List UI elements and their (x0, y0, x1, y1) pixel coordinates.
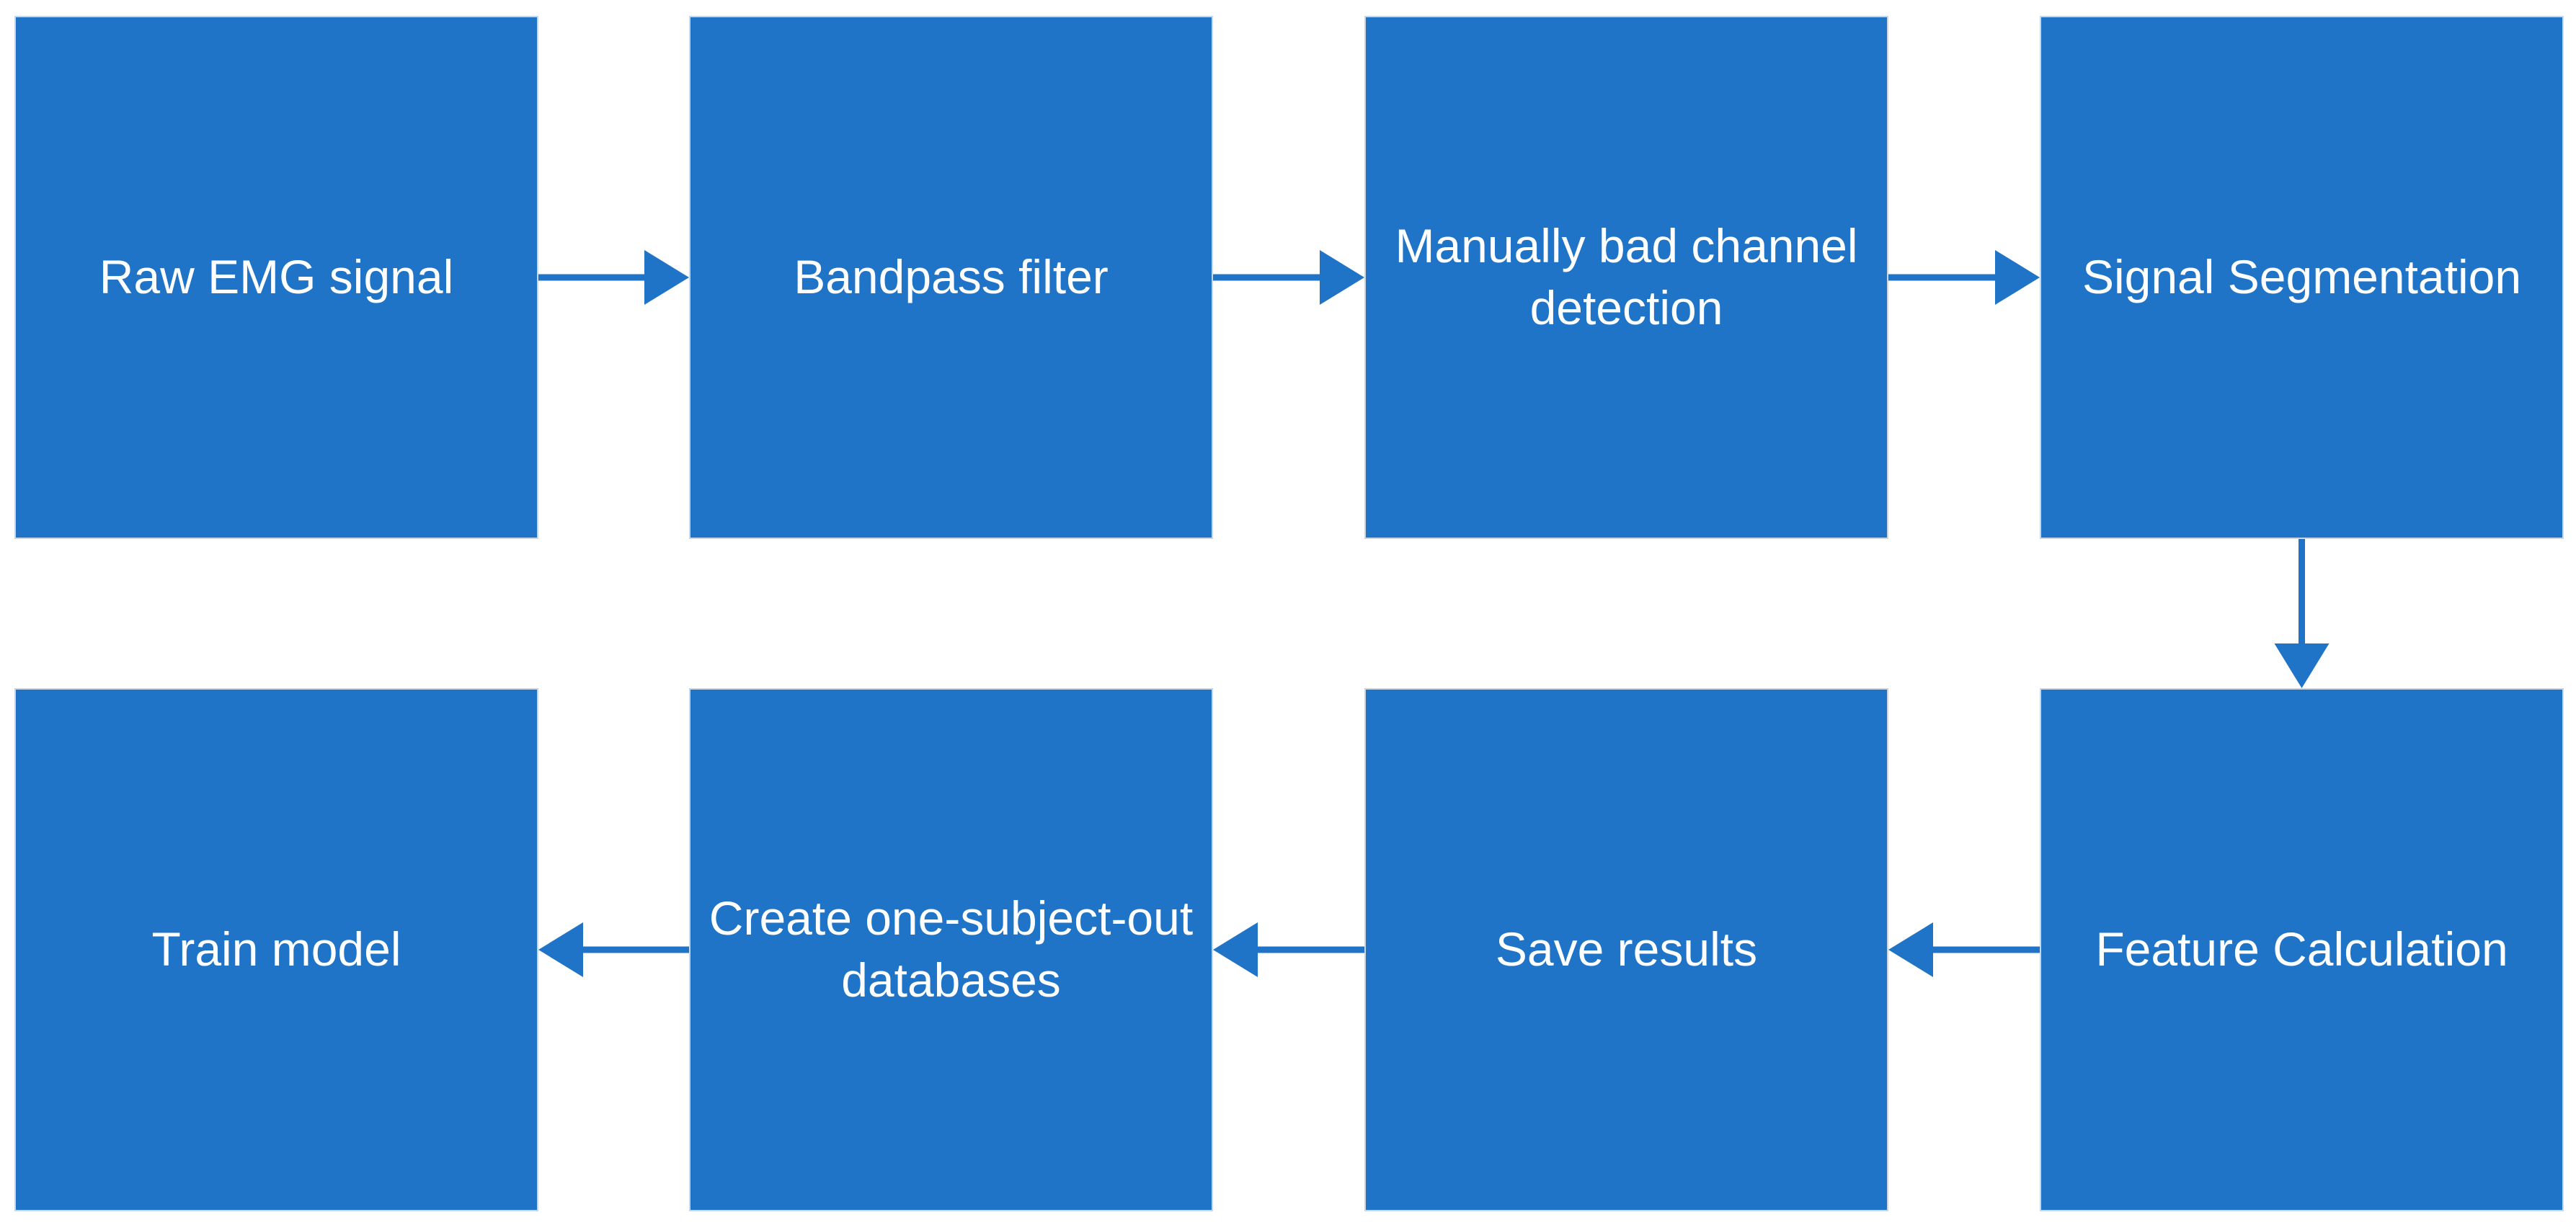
step-label: Signal Segmentation (2082, 250, 2522, 304)
step-feature-calculation: Feature Calculation (2040, 688, 2564, 1211)
arrow-head-icon (644, 250, 689, 305)
step-bandpass-filter: Bandpass filter (689, 16, 1213, 539)
arrow-head-icon (1320, 250, 1364, 305)
connector-arrow (1888, 922, 2040, 977)
step-label: Raw EMG signal (99, 250, 454, 304)
step-label: Train model (151, 922, 401, 976)
step-signal-segmentation: Signal Segmentation (2040, 16, 2564, 539)
connector-arrow (1888, 250, 2040, 305)
arrow-head-icon (1213, 922, 1258, 977)
step-label: Save results (1495, 922, 1758, 976)
arrow-head-icon (1995, 250, 2040, 305)
connector-arrow (538, 250, 689, 305)
step-label: Feature Calculation (2095, 922, 2508, 976)
step-create-databases: Create one-subject-out databases (689, 688, 1213, 1211)
connector-arrow (538, 922, 689, 977)
step-save-results: Save results (1364, 688, 1888, 1211)
connector-arrow (1213, 922, 1364, 977)
step-raw-emg-signal: Raw EMG signal (14, 16, 538, 539)
step-label: Bandpass filter (794, 250, 1109, 304)
step-label: Create one-subject-out databases (709, 891, 1194, 1007)
connector-arrow (2274, 539, 2329, 688)
arrow-head-icon (2274, 643, 2329, 688)
arrow-head-icon (1888, 922, 1933, 977)
connector-arrow (1213, 250, 1364, 305)
arrow-head-icon (538, 922, 583, 977)
step-train-model: Train model (14, 688, 538, 1211)
step-label: Manually bad channel detection (1395, 219, 1858, 334)
step-bad-channel-detection: Manually bad channel detection (1364, 16, 1888, 539)
